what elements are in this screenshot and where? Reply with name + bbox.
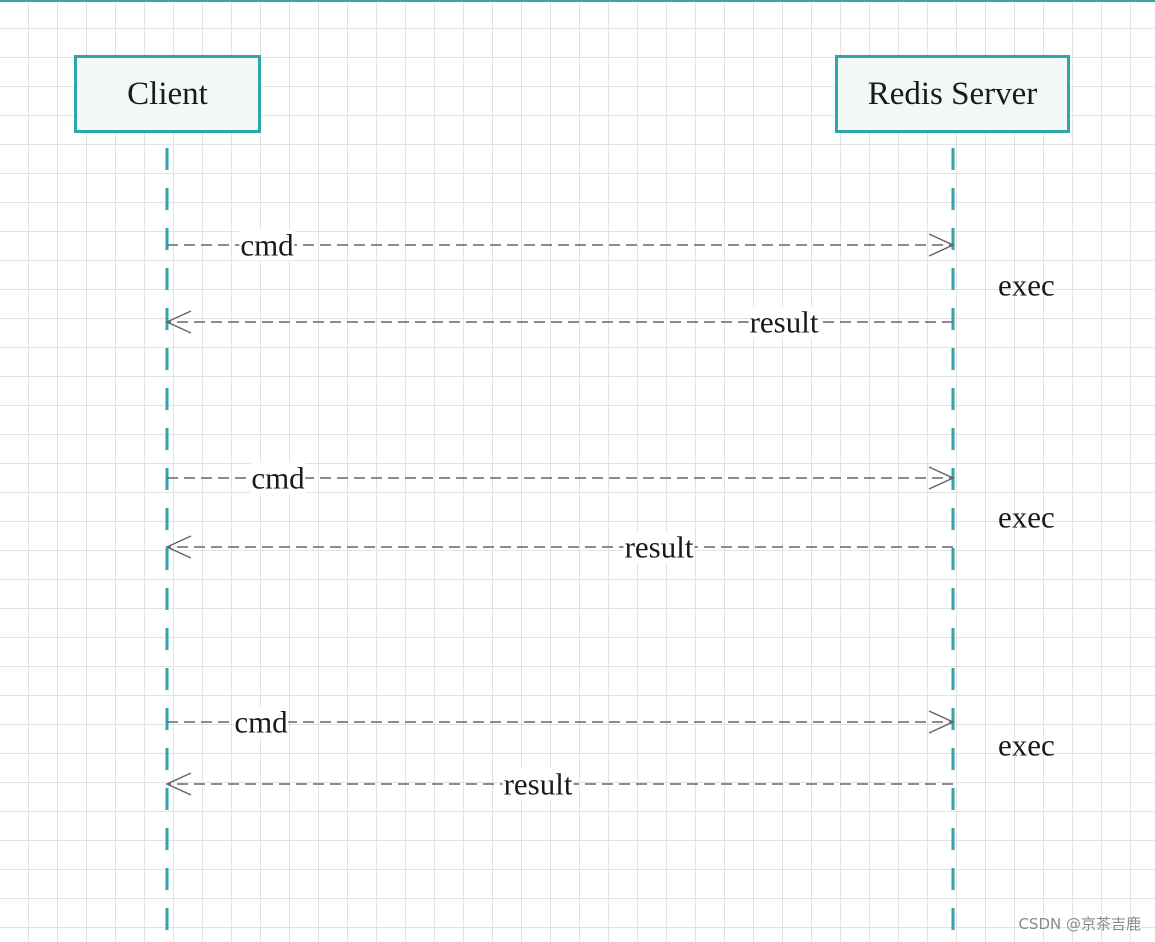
result-label-1: result xyxy=(748,304,820,340)
arrowhead-3 xyxy=(928,466,955,490)
server-actor-label: Redis Server xyxy=(867,75,1038,112)
arrowhead-5 xyxy=(928,710,955,734)
result-label-3: result xyxy=(502,766,574,802)
result-label-2: result xyxy=(623,529,695,565)
exec-note-1: exec xyxy=(998,267,1055,303)
arrowhead-2 xyxy=(165,310,192,334)
cmd-label-3: cmd xyxy=(233,704,289,740)
client-actor-label: Client xyxy=(127,75,208,112)
exec-note-3: exec xyxy=(998,727,1055,763)
cmd-label-2: cmd xyxy=(250,460,306,496)
watermark-text: CSDN @京茶吉鹿 xyxy=(1018,915,1141,933)
arrowhead-6 xyxy=(165,772,192,796)
top-border xyxy=(0,0,1155,2)
server-actor-box[interactable]: Redis Server xyxy=(835,55,1070,133)
client-actor-box[interactable]: Client xyxy=(74,55,261,133)
arrowhead-4 xyxy=(165,535,192,559)
arrowhead-1 xyxy=(928,233,955,257)
cmd-label-1: cmd xyxy=(239,227,295,263)
exec-note-2: exec xyxy=(998,499,1055,535)
